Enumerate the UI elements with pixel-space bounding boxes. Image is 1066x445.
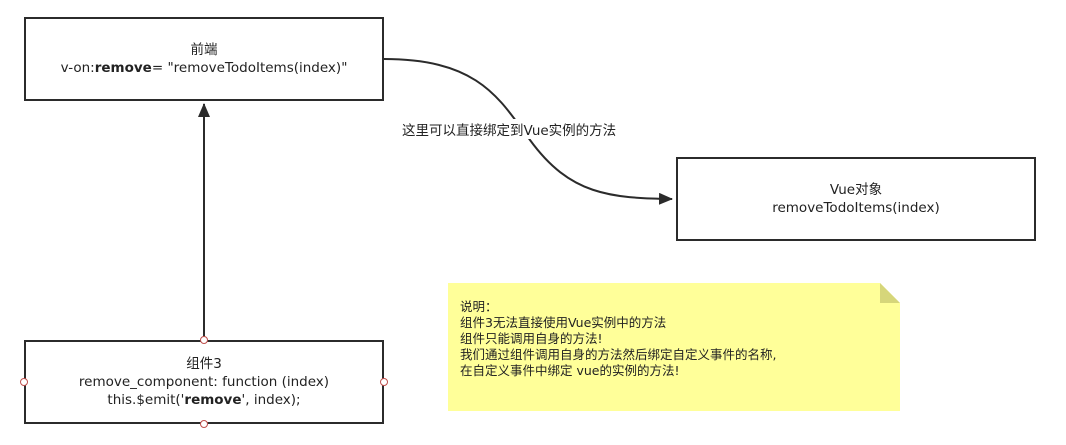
component-line2: this.$emit('remove', index); <box>107 392 301 408</box>
component-line1: remove_component: function (index) <box>78 374 330 390</box>
component-box: 组件3 remove_component: function (index) t… <box>24 340 384 424</box>
note-line: 组件3无法直接使用Vue实例中的方法 <box>460 315 667 330</box>
note-line: 说明： <box>460 299 498 314</box>
note-shape <box>448 283 900 411</box>
note-line: 在自定义事件中绑定 vue的实例的方法! <box>460 363 680 378</box>
handle-bottom[interactable] <box>200 420 208 428</box>
handle-left[interactable] <box>20 378 28 386</box>
frontend-box: 前端 v-on:remove= "removeTodoItems(index)" <box>24 17 384 101</box>
note-line: 我们通过组件调用自身的方法然后绑定自定义事件的名称, <box>460 347 777 362</box>
note-text: 说明： 组件3无法直接使用Vue实例中的方法 组件只能调用自身的方法! 我们通过… <box>460 299 776 379</box>
handle-top[interactable] <box>200 336 208 344</box>
note: 说明： 组件3无法直接使用Vue实例中的方法 组件只能调用自身的方法! 我们通过… <box>448 283 900 411</box>
note-line: 组件只能调用自身的方法! <box>460 331 603 346</box>
vue-object-box: Vue对象 removeTodoItems(index) <box>676 157 1036 241</box>
edge-label: 这里可以直接绑定到Vue实例的方法 <box>400 119 619 139</box>
vue-title: Vue对象 <box>829 182 883 198</box>
vue-method: removeTodoItems(index) <box>772 200 940 216</box>
handle-right[interactable] <box>380 378 388 386</box>
frontend-code: v-on:remove= "removeTodoItems(index)" <box>60 60 348 76</box>
frontend-title: 前端 <box>190 42 218 58</box>
component-title: 组件3 <box>186 356 222 372</box>
